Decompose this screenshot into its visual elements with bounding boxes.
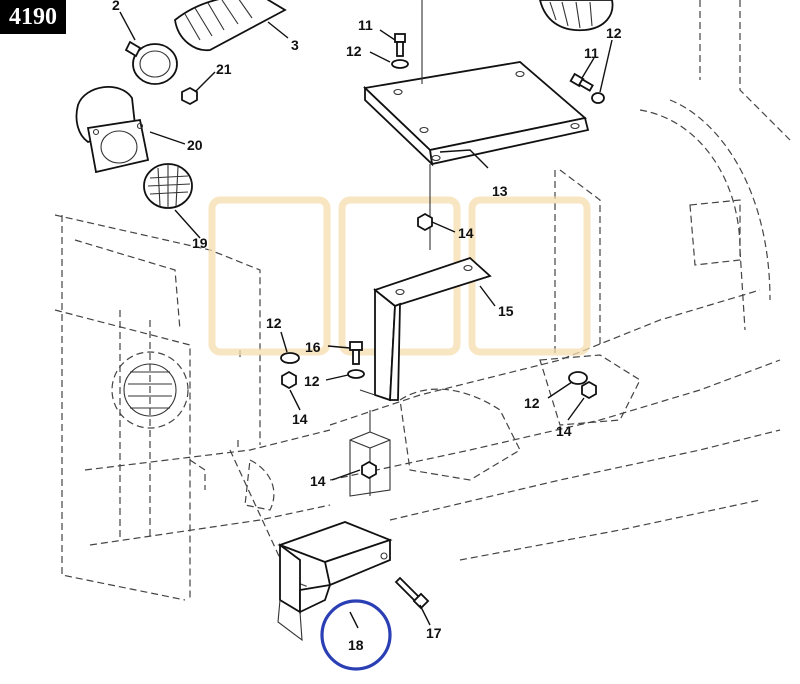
air-hose-upper-right — [539, 0, 614, 32]
nut-14-right-lower — [581, 380, 597, 400]
bolt-17 — [394, 576, 430, 610]
air-intake-adapter-20 — [75, 86, 150, 174]
callout-15: 15 — [498, 303, 514, 319]
callout-19: 19 — [192, 235, 208, 251]
callout-14-lower: 14 — [310, 473, 326, 489]
callout-12-mid: 12 — [304, 373, 320, 389]
washer-12-left — [280, 352, 300, 364]
washer-12-right — [591, 92, 605, 104]
bracket-15 — [359, 256, 492, 402]
callout-labels: 2 3 11 12 11 12 21 20 13 19 14 15 12 16 … — [112, 0, 622, 653]
mounting-bracket-13 — [363, 0, 590, 250]
callout-12-upper: 12 — [346, 43, 362, 59]
callout-12-right-lower: 12 — [524, 395, 540, 411]
callout-3: 3 — [291, 37, 299, 53]
bolt-11-right — [569, 72, 594, 92]
hose-clamp-2 — [124, 40, 178, 85]
washer-12-upper — [391, 59, 409, 69]
callout-11-right: 11 — [584, 45, 599, 61]
air-hose-3 — [174, 0, 287, 52]
washer-12-mid — [347, 369, 365, 379]
callout-17: 17 — [426, 625, 442, 641]
cab-structure-outline — [54, 0, 791, 601]
callout-11-upper: 11 — [358, 17, 373, 33]
callout-14-left: 14 — [292, 411, 308, 427]
highlight-circle — [320, 599, 392, 671]
support-pedestal — [349, 410, 391, 497]
callout-20: 20 — [187, 137, 203, 153]
channel-bracket-18 — [277, 521, 393, 642]
nut-21 — [181, 86, 198, 106]
callout-14-upper: 14 — [458, 225, 474, 241]
nut-14-left — [281, 370, 297, 390]
bolt-11-upper — [394, 33, 406, 57]
callout-12-left: 12 — [266, 315, 282, 331]
washer-12-right-lower — [568, 371, 588, 385]
intake-screen-19 — [143, 163, 193, 209]
callout-16: 16 — [305, 339, 321, 355]
figure-number-badge: 4190 — [0, 0, 66, 34]
callout-2: 2 — [112, 0, 120, 13]
callout-13: 13 — [492, 183, 508, 199]
nut-14-upper — [417, 212, 433, 232]
nut-14-lower — [361, 460, 377, 480]
bolt-16 — [349, 341, 363, 365]
callout-14-right-lower: 14 — [556, 423, 572, 439]
leader-lines — [119, 11, 613, 629]
callout-12-right: 12 — [606, 25, 622, 41]
callout-21: 21 — [216, 61, 232, 77]
callout-18: 18 — [348, 637, 364, 653]
